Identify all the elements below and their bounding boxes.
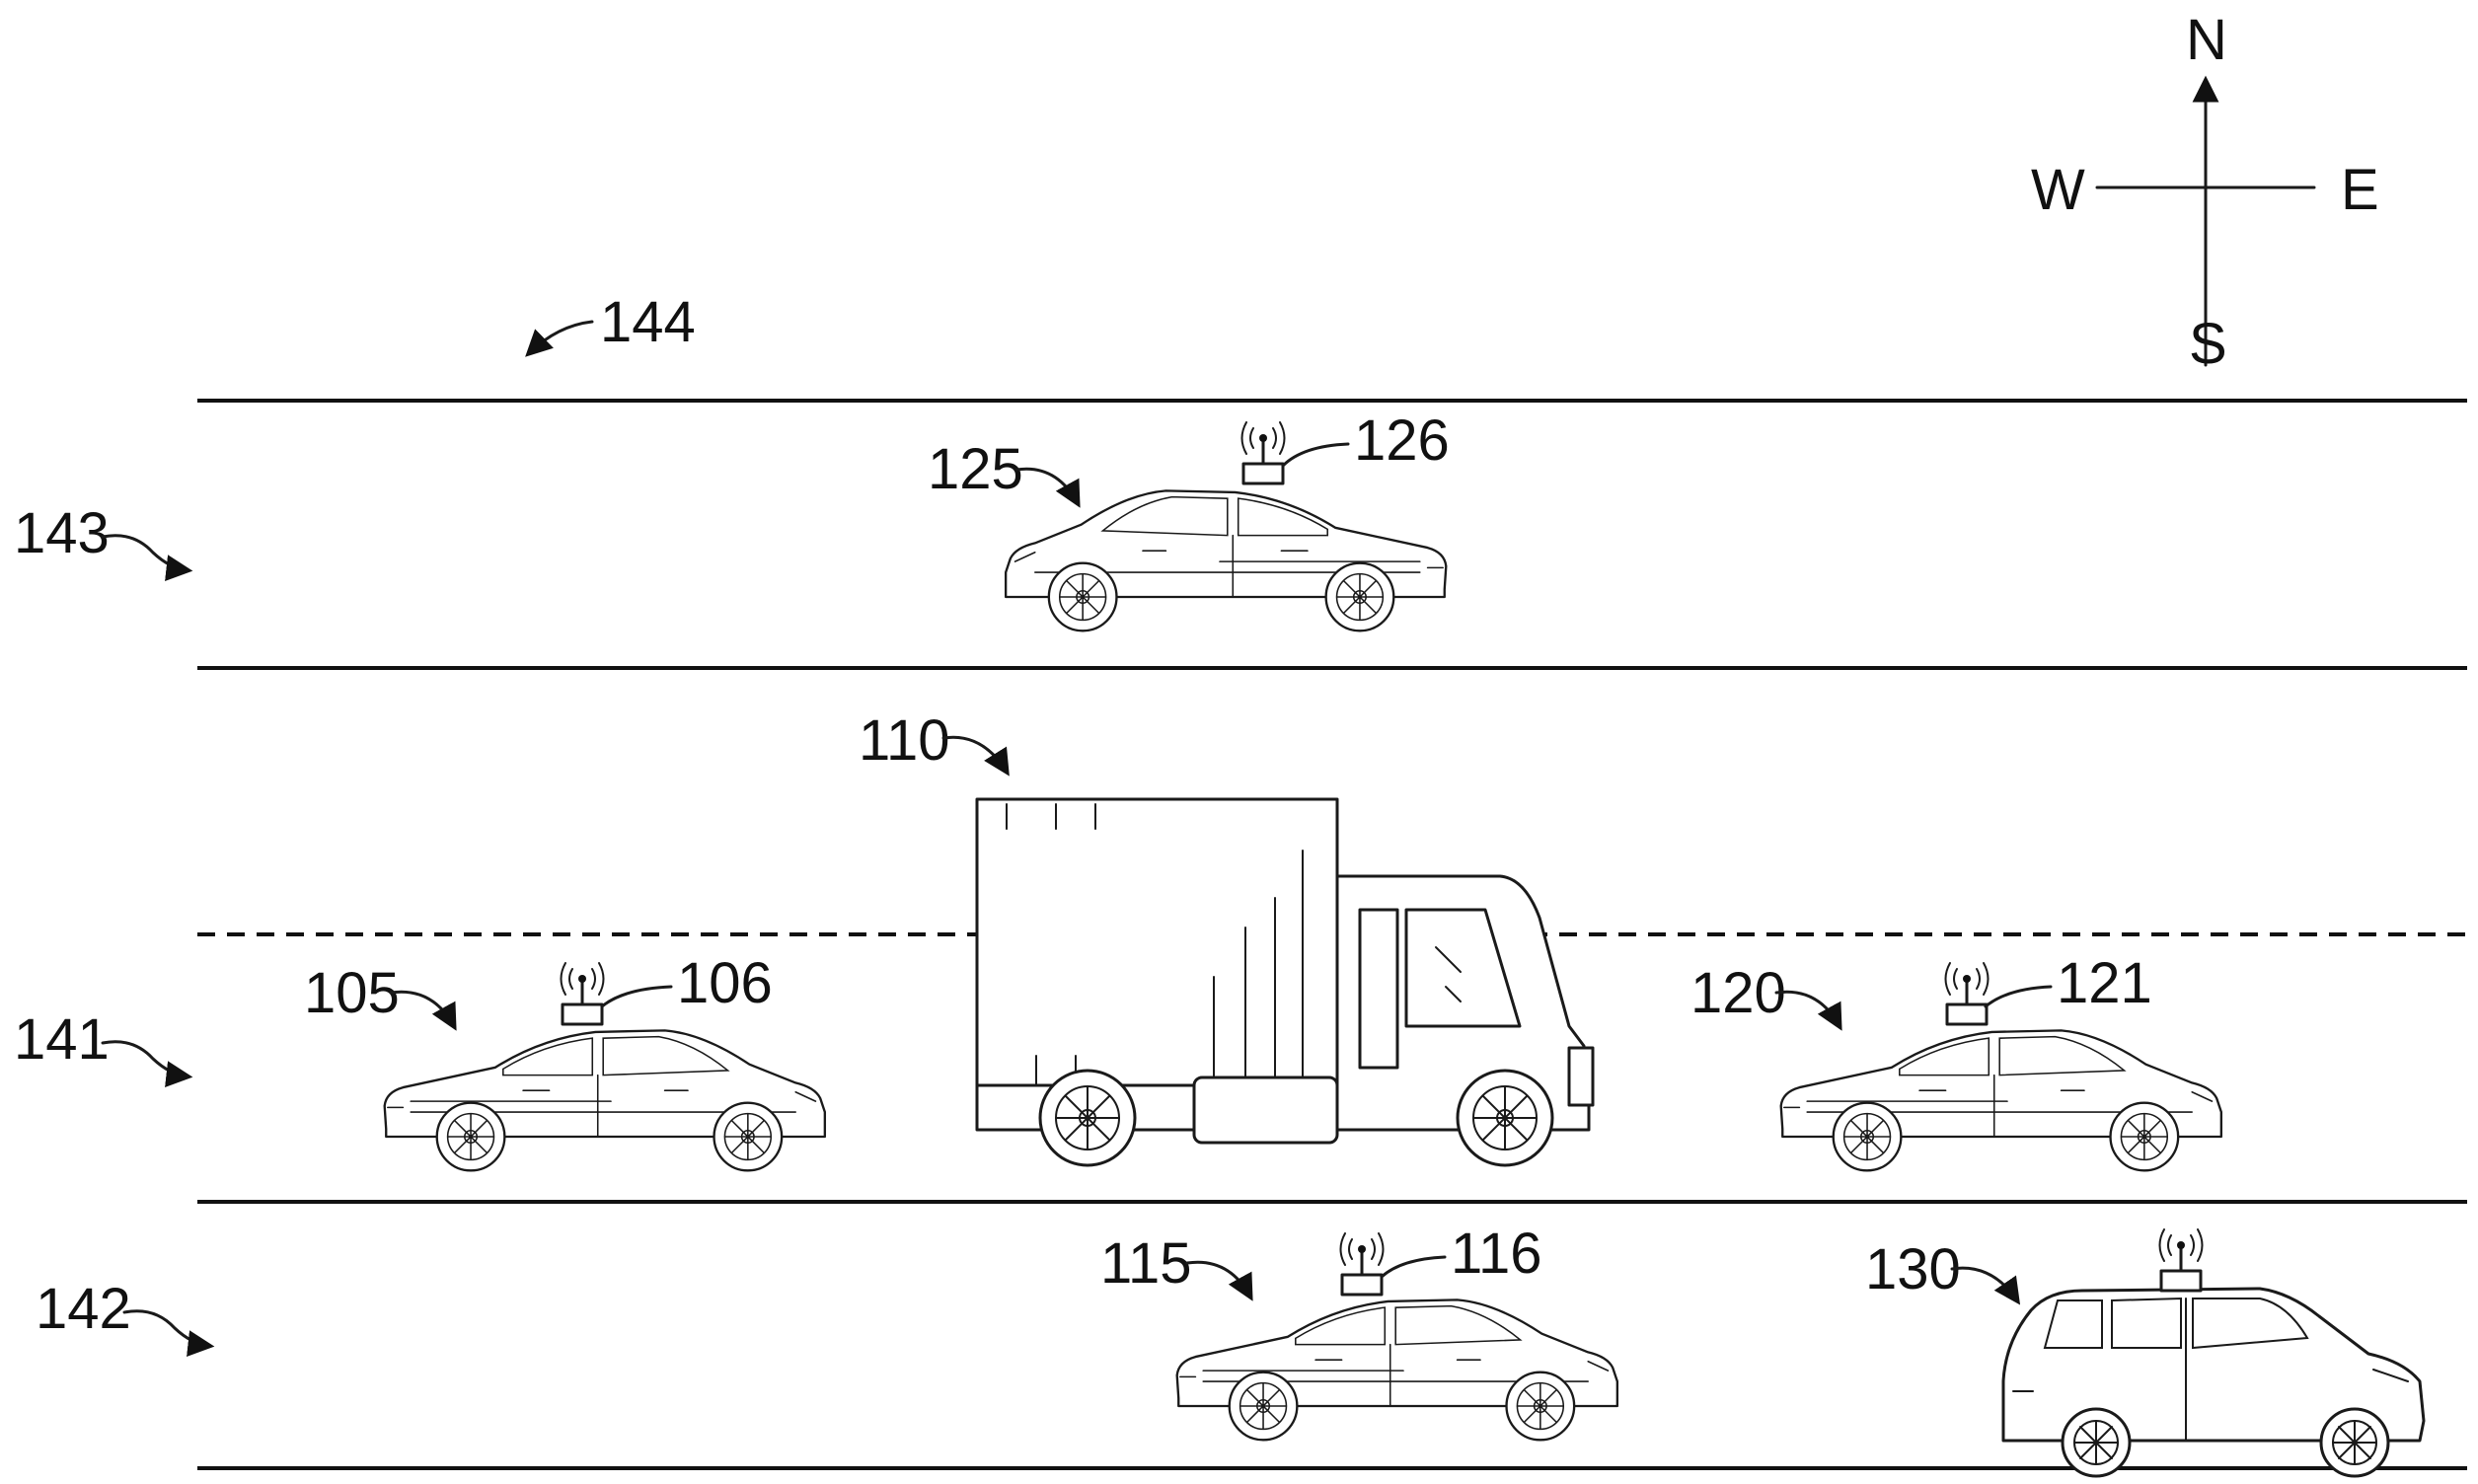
- vehicle-125: 125 126: [928, 408, 1450, 632]
- lane-label-143: 143: [14, 501, 193, 582]
- vehicle-120: 120 121: [1690, 951, 2223, 1172]
- svg-text:142: 142: [36, 1277, 131, 1341]
- vehicle-115-label: 115: [1100, 1231, 1191, 1296]
- road-label: 144: [600, 290, 696, 354]
- compass-rose: N S W E: [2031, 8, 2379, 376]
- compass-west: W: [2031, 158, 2085, 222]
- vehicle-105: 105 106: [304, 951, 827, 1172]
- vehicle-125-label: 125: [928, 437, 1023, 501]
- svg-text:141: 141: [14, 1007, 110, 1072]
- device-126-label: 126: [1354, 408, 1450, 473]
- device-116-label: 116: [1451, 1222, 1541, 1286]
- vehicle-110-label: 110: [859, 708, 949, 773]
- road-label-group: 144: [525, 290, 696, 357]
- svg-text:143: 143: [14, 501, 110, 565]
- device-106-label: 106: [677, 951, 773, 1015]
- lane-label-142: 142: [36, 1277, 215, 1358]
- vehicle-130-label: 130: [1865, 1237, 1961, 1301]
- vehicle-130: 130: [1865, 1227, 2426, 1478]
- lane-label-141: 141: [14, 1007, 193, 1088]
- device-121-label: 121: [2057, 951, 2152, 1015]
- vehicle-110-truck: 110: [859, 708, 1595, 1167]
- vehicle-120-label: 120: [1690, 961, 1786, 1025]
- compass-south: S: [2189, 312, 2227, 376]
- compass-east: E: [2341, 158, 2379, 222]
- vehicle-105-label: 105: [304, 961, 400, 1025]
- vehicle-115: 115 116: [1100, 1222, 1619, 1442]
- compass-north: N: [2186, 8, 2227, 72]
